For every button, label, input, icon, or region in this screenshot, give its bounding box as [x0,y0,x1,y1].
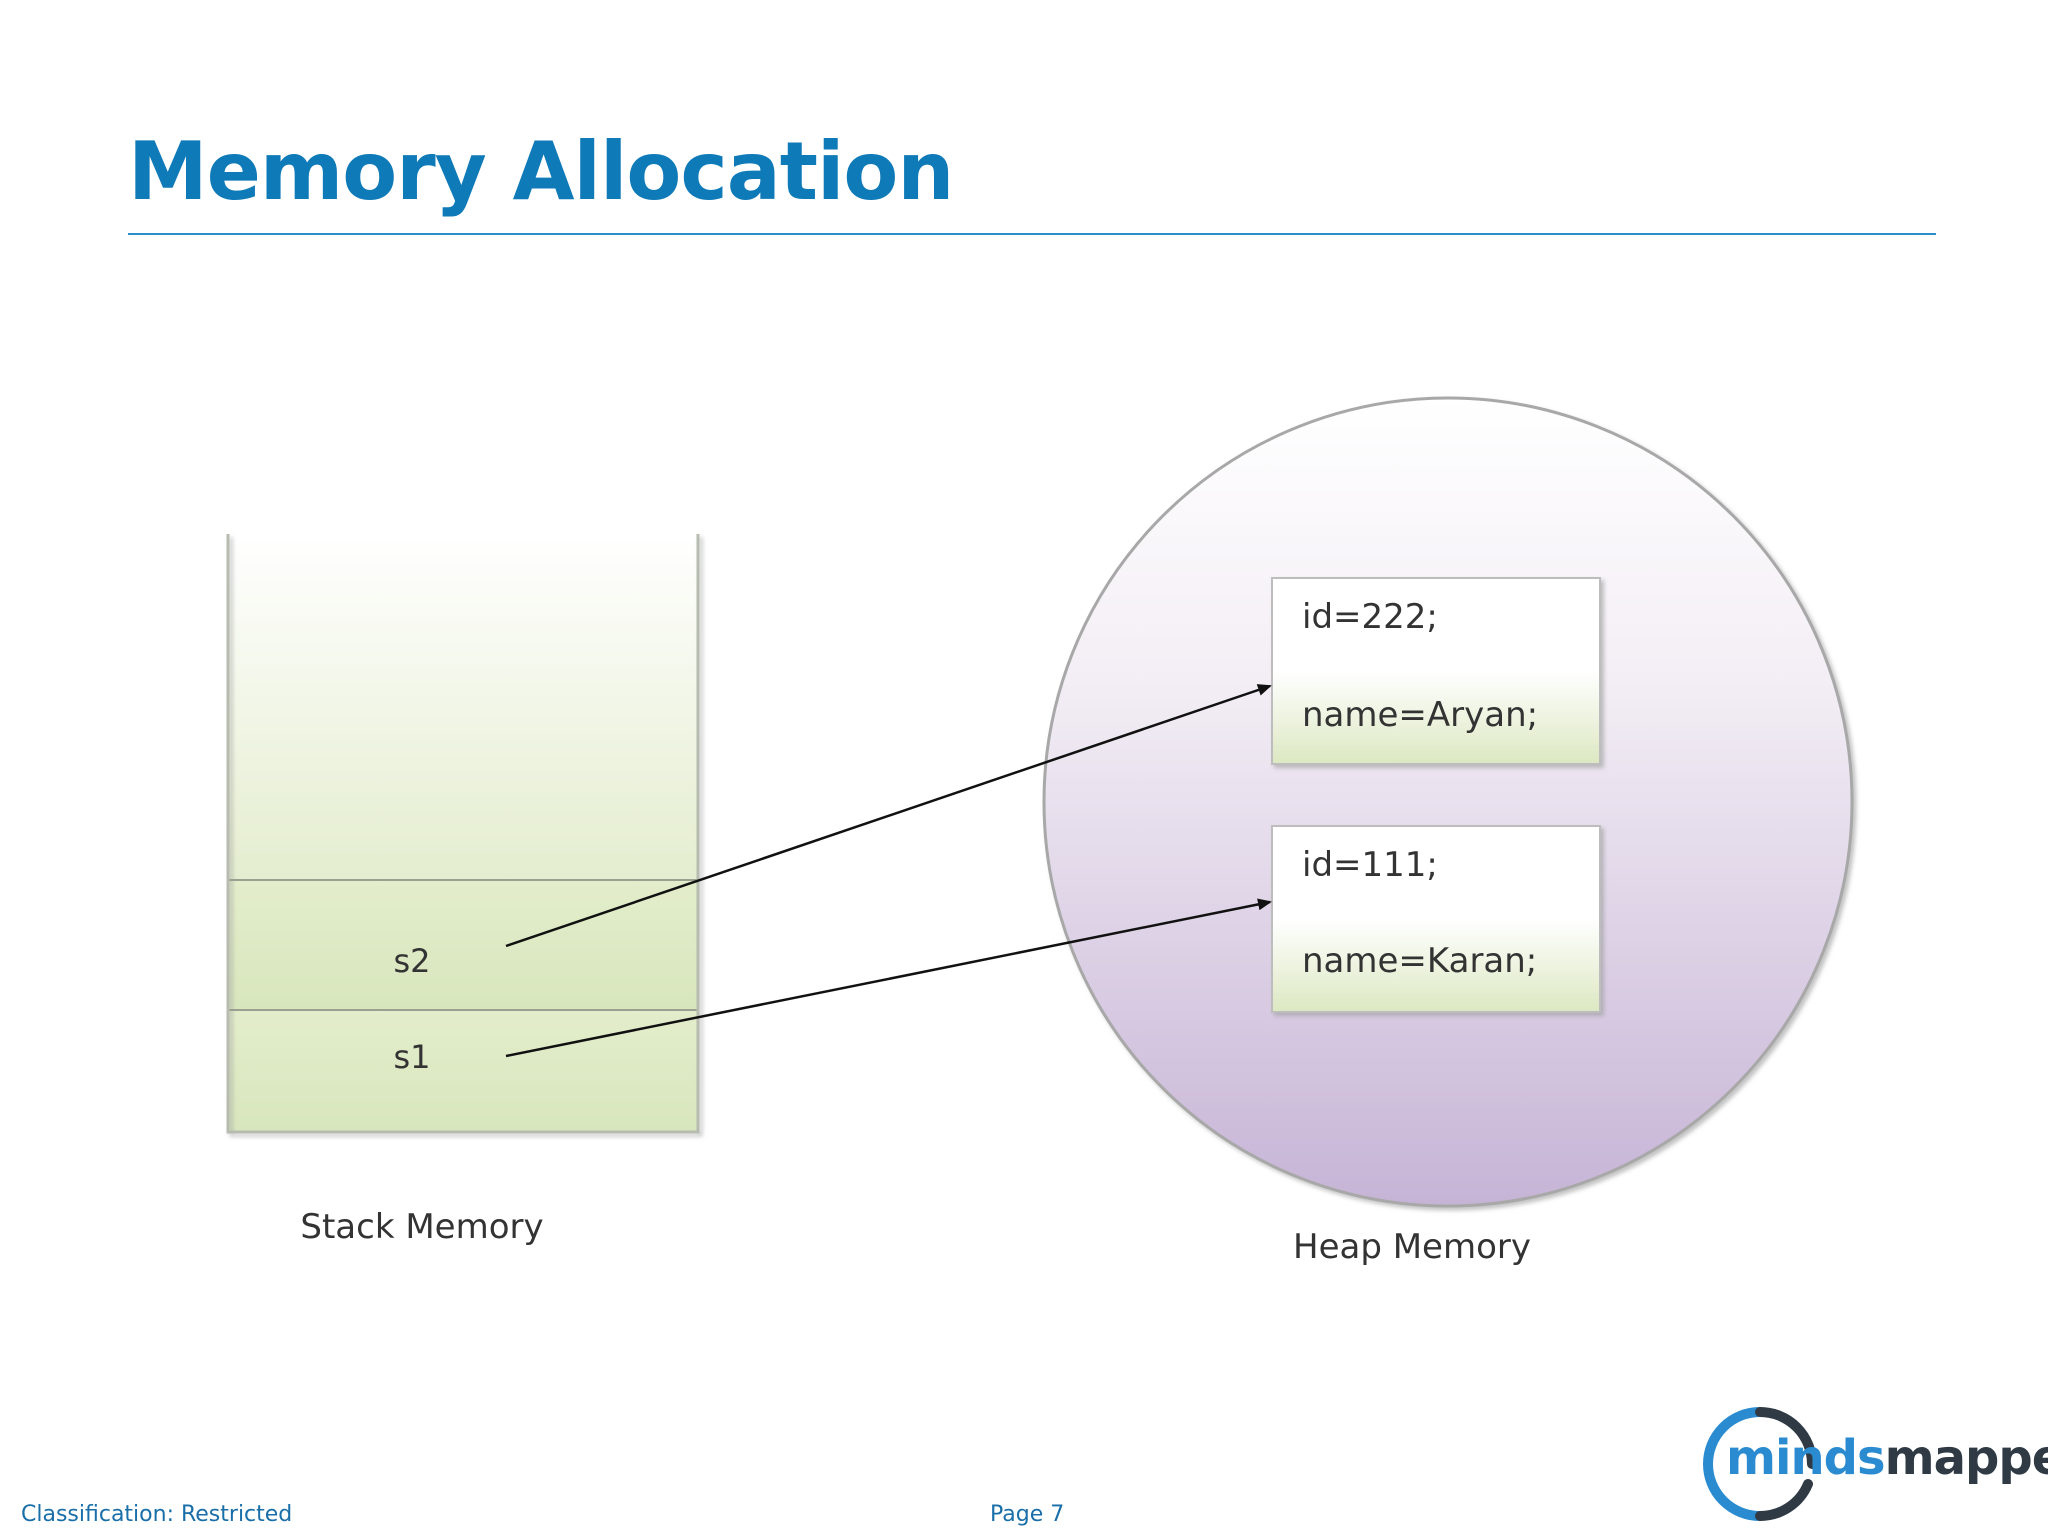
heap-memory: id=222; name=Aryan; id=111; name=Karan; … [1042,396,1854,1267]
stack-memory-label: Stack Memory [300,1207,543,1247]
footer-page-number: Page 7 [990,1502,1065,1527]
object-box [1271,825,1601,1013]
page-title: Memory Allocation [128,125,954,218]
logo-text-part: mapped [1884,1430,2048,1486]
mindsmapped-logo: mindsmapped [1700,1404,2048,1522]
object-id-text: id=222; [1302,597,1438,637]
object-name-text: name=Aryan; [1302,695,1538,735]
heap-memory-label: Heap Memory [1293,1227,1531,1267]
stack-slot-label: s2 [393,942,430,980]
logo-wordmark: mindsmapped [1726,1430,2048,1486]
stack-slot-label: s1 [393,1038,430,1076]
stack-upper-area [228,534,698,880]
heap-object-aryan: id=222; name=Aryan; [1271,577,1601,765]
stack-slot-s2 [228,880,698,1010]
object-id-text: id=111; [1302,845,1438,885]
reference-arrow-s2 [505,684,1272,948]
stack-slot-s1 [228,1010,698,1132]
logo-text-part: inds [1775,1430,1886,1486]
footer-classification: Classification: Restricted [21,1502,293,1527]
stack-memory: s2 s1 Stack Memory [226,534,700,1247]
logo-text-part: m [1726,1430,1776,1486]
object-box [1271,577,1601,765]
object-name-text: name=Karan; [1302,941,1537,981]
logo-ring-icon [1703,1407,1817,1521]
heap-object-karan: id=111; name=Karan; [1271,825,1601,1013]
title-divider [128,233,1936,235]
stack-outline [226,534,700,1134]
heap-circle [1042,396,1854,1208]
reference-arrow-s1 [505,898,1272,1058]
